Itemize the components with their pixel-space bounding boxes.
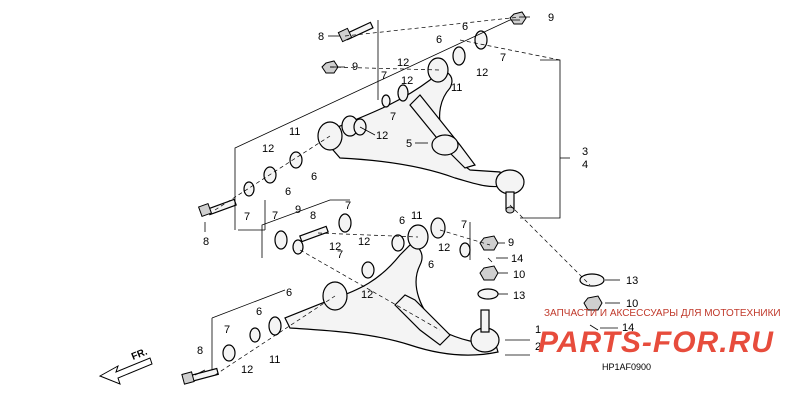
- callout-9: 9: [508, 237, 514, 249]
- callout-7: 7: [381, 70, 387, 82]
- callout-6: 6: [285, 186, 291, 198]
- callout-11: 11: [411, 210, 422, 222]
- callout-6: 6: [399, 215, 405, 227]
- callout-11: 11: [451, 82, 462, 94]
- callout-7: 7: [390, 111, 396, 123]
- callout-9: 9: [295, 204, 301, 216]
- callout-3: 3: [582, 146, 588, 158]
- upper-arm-assembly: [197, 11, 527, 218]
- callout-10: 10: [513, 269, 525, 281]
- callout-12: 12: [376, 130, 388, 142]
- callout-6: 6: [256, 306, 262, 318]
- callout-6: 6: [462, 21, 468, 33]
- callout-12: 12: [438, 242, 450, 254]
- callout-12: 12: [397, 57, 409, 69]
- callout-9: 9: [352, 61, 358, 73]
- lower-arm-assembly: [181, 213, 605, 385]
- callout-6: 6: [436, 34, 442, 46]
- callout-12: 12: [329, 241, 341, 253]
- callout-7: 7: [244, 211, 250, 223]
- callout-12: 12: [358, 236, 370, 248]
- upper-arm-brace: [409, 94, 476, 169]
- callout-8: 8: [203, 236, 209, 248]
- callout-12: 12: [401, 75, 413, 87]
- callout-14: 14: [511, 253, 523, 265]
- callout-8: 8: [197, 345, 203, 357]
- callout-6: 6: [311, 171, 317, 183]
- callout-2: 2: [535, 341, 541, 353]
- callout-5: 5: [406, 138, 412, 150]
- callout-labels: 8 9 9 6 6 7 7 12 12 11 7 12 12 11 5 3 4 …: [197, 12, 638, 376]
- callout-6: 6: [428, 259, 434, 271]
- callout-7: 7: [224, 324, 230, 336]
- leader-lines: [194, 16, 620, 376]
- diagram-code: HP1AF0900: [602, 362, 651, 372]
- front-direction-indicator: FR.: [98, 346, 153, 385]
- front-arrow-icon: [98, 357, 153, 385]
- castle-nut-5: [431, 134, 459, 156]
- center-lines: [214, 16, 591, 376]
- callout-12: 12: [361, 289, 373, 301]
- callout-8: 8: [310, 210, 316, 222]
- callout-7: 7: [345, 200, 351, 212]
- ball-joint-upper: [495, 169, 525, 195]
- callout-12: 12: [241, 364, 253, 376]
- watermark-logo-text: PARTS-FOR.RU: [538, 326, 774, 359]
- callout-9: 9: [548, 12, 554, 24]
- callout-7: 7: [337, 249, 343, 261]
- callout-1: 1: [535, 324, 541, 336]
- callout-10: 10: [626, 298, 638, 310]
- callout-12: 12: [262, 143, 274, 155]
- callout-11: 11: [269, 354, 280, 366]
- watermark: ЗАПЧАСТИ И АКСЕССУАРЫ ДЛЯ МОТОТЕХНИКИ PA…: [538, 308, 781, 359]
- callout-12: 12: [476, 67, 488, 79]
- callout-7: 7: [272, 210, 278, 222]
- callout-6: 6: [286, 287, 292, 299]
- callout-4: 4: [582, 159, 588, 171]
- callout-13: 13: [513, 290, 525, 302]
- callout-13: 13: [626, 275, 638, 287]
- callout-14: 14: [622, 322, 634, 334]
- callout-7: 7: [461, 219, 467, 231]
- lower-arm: [284, 244, 499, 356]
- watermark-tagline: ЗАПЧАСТИ И АКСЕССУАРЫ ДЛЯ МОТОТЕХНИКИ: [544, 308, 781, 319]
- callout-11: 11: [289, 126, 300, 138]
- callout-8: 8: [318, 31, 324, 43]
- callout-7: 7: [500, 52, 506, 64]
